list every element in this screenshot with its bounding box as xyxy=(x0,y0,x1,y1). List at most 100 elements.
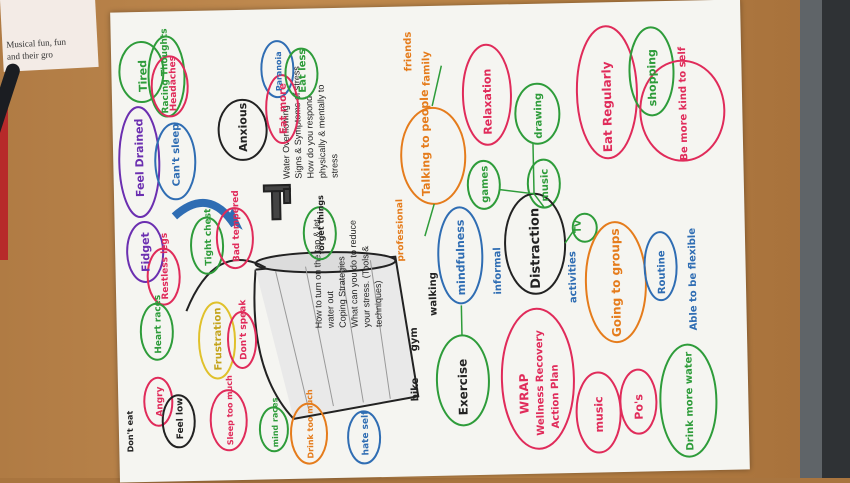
bubble-sleep-too-much xyxy=(209,389,248,452)
bubble-feel-drained xyxy=(118,106,161,219)
text-eat-more: Eat more xyxy=(278,83,290,134)
bubble-games xyxy=(466,159,501,210)
text-restless: Restless legs xyxy=(160,233,171,300)
text-cant-sleep: Can't sleep xyxy=(170,124,182,187)
bubble-restless xyxy=(146,247,181,306)
text-bad-tempered: Bad tempered xyxy=(231,190,243,262)
background-shadow xyxy=(822,0,850,478)
bubble-eat-more xyxy=(265,74,300,145)
bubble-hate-self xyxy=(347,410,382,465)
text-dont-speak: Don't speak xyxy=(238,299,249,360)
bubble-mindfulness xyxy=(437,206,484,305)
text-headaches: Headaches xyxy=(168,56,179,112)
bubble-heart-races xyxy=(139,302,174,361)
text-wrap: WRAP xyxy=(517,373,532,414)
text-forget: forget things xyxy=(316,195,326,255)
text-tired: Tired xyxy=(136,60,150,92)
text-routine: Routine xyxy=(656,250,668,294)
red-book-edge xyxy=(0,95,8,260)
text-talking: Talking to people xyxy=(418,89,433,196)
bubble-tv xyxy=(571,212,598,243)
printed-coping: How to turn on the tap & let water out C… xyxy=(312,219,384,329)
bucket-illustration xyxy=(185,251,420,420)
corner-card-text-2: and their gro xyxy=(6,49,54,62)
text-feel-drained: Feel Drained xyxy=(132,118,147,197)
text-informal: informal xyxy=(492,247,504,295)
text-gym: gym xyxy=(409,327,421,351)
heading-respond-1: How do you respond xyxy=(304,96,316,179)
poster-drawing: Water Overflowing Signs & Symptoms of st… xyxy=(118,25,726,465)
heading-respond-2: physically & mentally to xyxy=(316,85,328,179)
text-flexible: Able to be flexible xyxy=(687,228,700,331)
heading-tap-2: water out xyxy=(325,290,336,329)
text-frustration: Frustration xyxy=(212,307,224,370)
bubble-drink-too-much xyxy=(289,402,329,465)
bubble-pos xyxy=(619,368,658,435)
bubble-tight-chest xyxy=(190,216,225,275)
text-distraction: Distraction xyxy=(527,208,544,289)
text-fidget: Fidget xyxy=(139,232,153,272)
arrow-head xyxy=(226,208,243,230)
bubble-frustration xyxy=(198,301,237,380)
text-dont-eat: Don't eat xyxy=(125,411,135,453)
text-professional: professional xyxy=(395,199,406,262)
bubble-tired xyxy=(118,41,165,104)
bubble-fidget xyxy=(126,220,165,283)
bubble-dont-speak xyxy=(227,310,258,369)
text-activities: activities xyxy=(567,251,579,303)
bubble-routine xyxy=(643,231,678,302)
text-hate-self: hate self xyxy=(361,411,372,456)
heading-coping: Coping Strategies xyxy=(336,256,348,328)
text-mindfulness: mindfulness xyxy=(454,219,469,295)
bubble-forget xyxy=(302,206,337,261)
stress-signs xyxy=(118,35,382,465)
text-eat-less: Eat less xyxy=(297,49,309,93)
corner-card-text-1: Musical fun, fun xyxy=(6,36,67,50)
heading-tap-1: How to turn on the tap & let xyxy=(312,219,324,329)
bubble-anxious xyxy=(217,98,268,161)
bubble-feel-low xyxy=(161,394,196,449)
heading-reduce-3: techniques) xyxy=(373,280,384,327)
text-drink-water: Drink more water xyxy=(683,352,696,451)
text-music: music xyxy=(592,396,606,432)
connectors xyxy=(424,65,576,336)
text-anxious: Anxious xyxy=(236,102,250,152)
text-games: games xyxy=(479,166,491,203)
text-groups: Going to groups xyxy=(608,228,624,337)
bubble-bad-tempered xyxy=(215,207,254,270)
text-angry: Angry xyxy=(155,386,166,416)
heading-respond-3: stress xyxy=(329,153,340,178)
bubble-drawing xyxy=(514,82,561,145)
text-wellness: Wellness Recovery xyxy=(534,330,547,436)
text-tv: TV xyxy=(574,220,584,233)
text-paranoia: Paranoia xyxy=(274,51,284,91)
corner-card: Musical fun, fun and their gro xyxy=(0,0,99,72)
heading-reduce-1: What can you do to reduce xyxy=(348,220,360,328)
bubble-angry xyxy=(143,376,174,427)
text-action-plan: Action Plan xyxy=(550,364,562,428)
text-sleep-too-much: Sleep too much xyxy=(225,375,235,445)
text-shopping: shopping xyxy=(645,49,659,106)
bubble-be-kind xyxy=(639,59,726,162)
text-exercise: Exercise xyxy=(455,359,470,416)
text-bike: bike xyxy=(410,377,421,401)
text-friends: friends xyxy=(403,32,415,72)
text-relaxation: Relaxation xyxy=(480,69,494,135)
text-racing: Racing Thoughts xyxy=(159,28,171,113)
text-family: family xyxy=(421,51,433,87)
text-eat-regularly: Eat Regularly xyxy=(599,61,615,152)
text-heart-races: Heart races xyxy=(153,295,164,354)
text-walking: walking xyxy=(428,272,440,316)
bubble-headaches xyxy=(150,55,189,118)
text-pos: Po's xyxy=(632,394,646,420)
poster-sheet: Water Overflowing Signs & Symptoms of st… xyxy=(110,0,750,483)
tap-icon xyxy=(262,183,292,221)
bubble-talking xyxy=(400,106,467,205)
bubble-eat-less xyxy=(284,47,319,100)
text-mind-races: mind races xyxy=(270,397,280,447)
text-drawing: drawing xyxy=(533,93,545,139)
bubble-wrap xyxy=(500,307,575,450)
text-tight-chest: Tight chest xyxy=(203,208,214,266)
bubble-eat-regularly xyxy=(575,25,638,160)
bubble-paranoia xyxy=(260,40,295,99)
